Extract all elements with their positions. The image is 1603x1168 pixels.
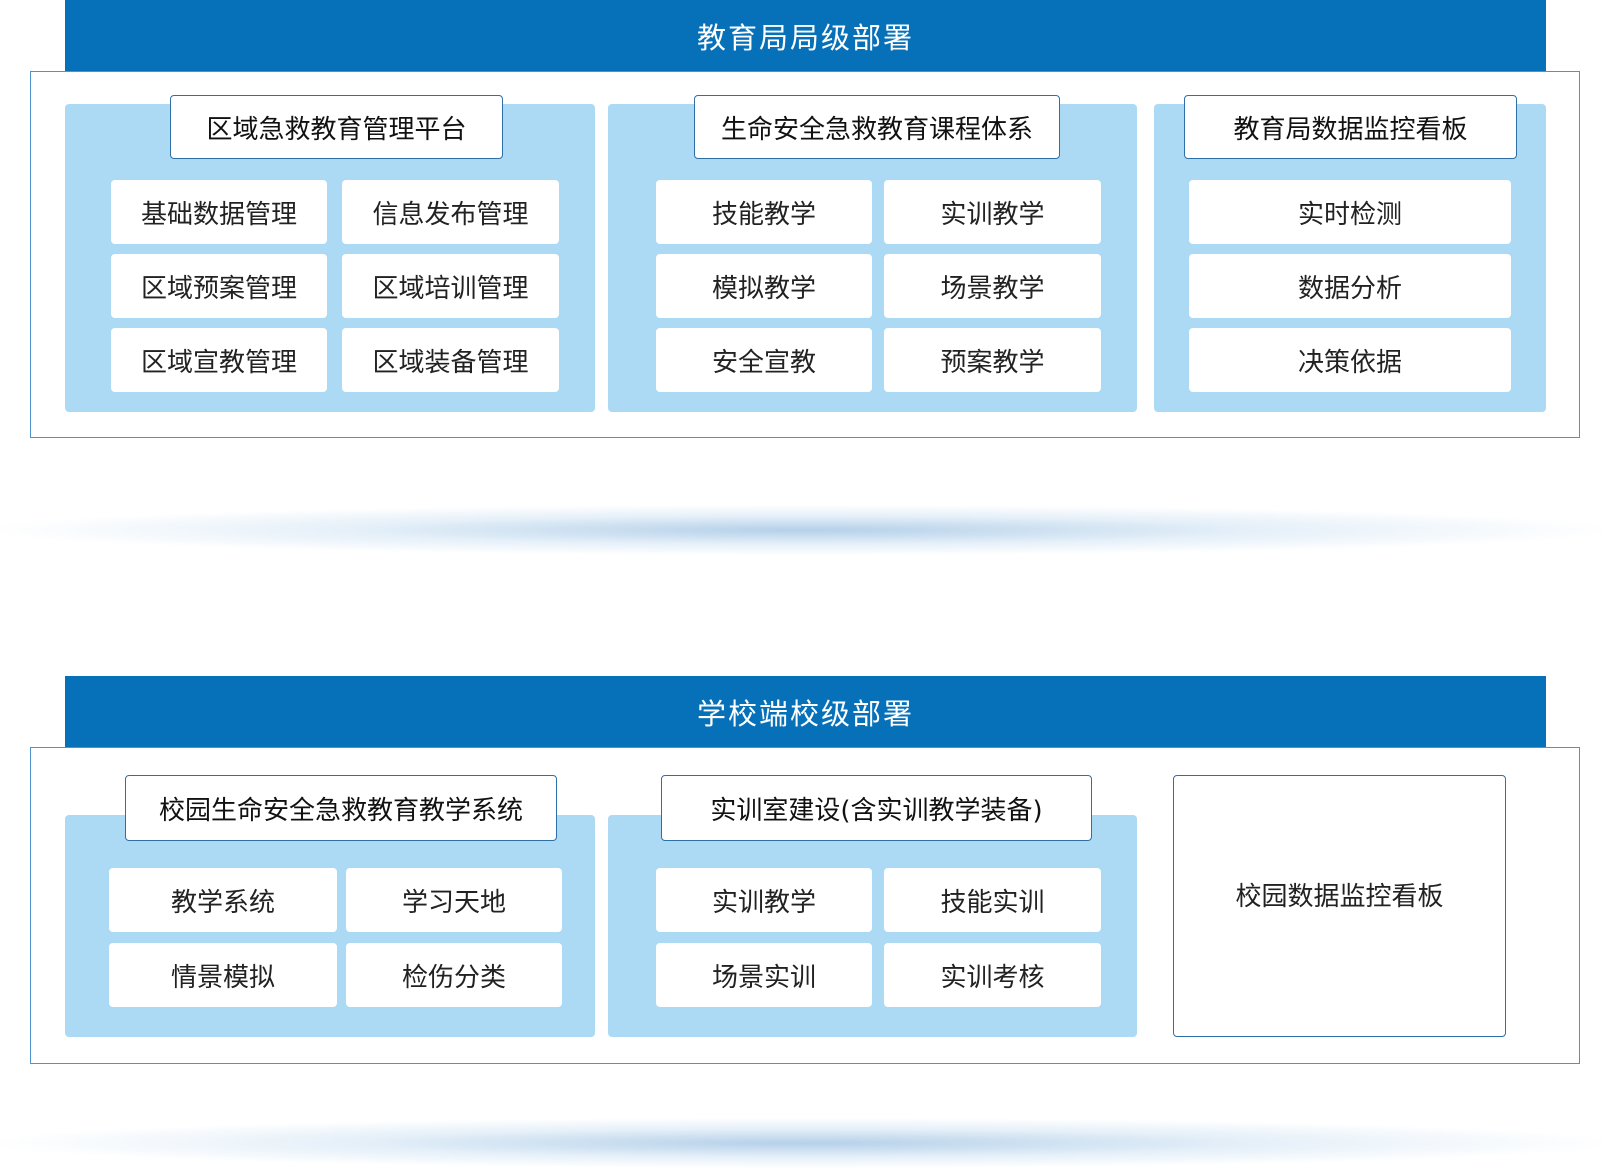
district-group-1-item-5: 区域宣教管理 (111, 328, 327, 392)
district-group-3-item-2: 数据分析 (1189, 254, 1511, 318)
district-group-1-title: 区域急救教育管理平台 (170, 95, 503, 159)
district-group-1-item-2: 信息发布管理 (342, 180, 559, 244)
school-group-2-item-1: 实训教学 (656, 868, 872, 932)
school-banner: 学校端校级部署 (65, 676, 1546, 748)
school-group-1-item-1: 教学系统 (109, 868, 337, 932)
district-group-2-item-6: 预案教学 (884, 328, 1101, 392)
school-group-2-title: 实训室建设(含实训教学装备) (661, 775, 1092, 841)
district-group-3-title: 教育局数据监控看板 (1184, 95, 1517, 159)
district-group-2-item-4: 场景教学 (884, 254, 1101, 318)
school-group-2-item-2: 技能实训 (884, 868, 1101, 932)
district-group-2-title: 生命安全急救教育课程体系 (694, 95, 1060, 159)
district-group-1-item-3: 区域预案管理 (111, 254, 327, 318)
district-group-1-item-1: 基础数据管理 (111, 180, 327, 244)
district-shadow (0, 505, 1603, 555)
district-banner: 教育局局级部署 (65, 0, 1546, 72)
school-dashboard-box: 校园数据监控看板 (1173, 775, 1506, 1037)
district-group-3-item-1: 实时检测 (1189, 180, 1511, 244)
school-group-1-item-4: 检伤分类 (346, 943, 562, 1007)
district-group-2-item-3: 模拟教学 (656, 254, 872, 318)
school-group-1-item-3: 情景模拟 (109, 943, 337, 1007)
school-group-1-item-2: 学习天地 (346, 868, 562, 932)
school-shadow (0, 1118, 1603, 1168)
school-group-2-item-3: 场景实训 (656, 943, 872, 1007)
district-group-2-item-5: 安全宣教 (656, 328, 872, 392)
school-group-1-title: 校园生命安全急救教育教学系统 (125, 775, 557, 841)
school-group-2-item-4: 实训考核 (884, 943, 1101, 1007)
district-group-2-item-2: 实训教学 (884, 180, 1101, 244)
district-group-1-item-6: 区域装备管理 (342, 328, 559, 392)
district-group-2-item-1: 技能教学 (656, 180, 872, 244)
district-group-1-item-4: 区域培训管理 (342, 254, 559, 318)
district-group-3-item-3: 决策依据 (1189, 328, 1511, 392)
